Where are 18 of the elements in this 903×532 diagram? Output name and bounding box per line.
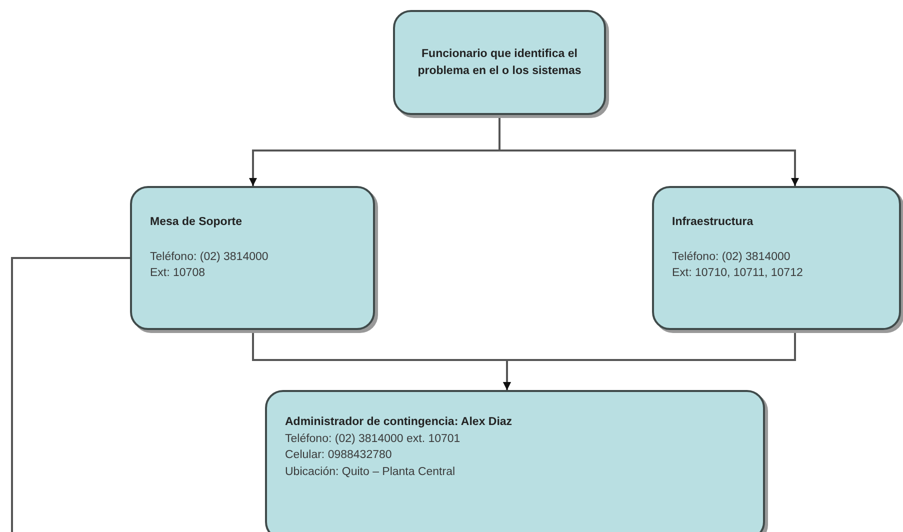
contact-detail: Teléfono: (02) 3814000 [672, 250, 792, 265]
process-box [130, 186, 375, 330]
contact-detail: Ext: 10708 [150, 266, 206, 282]
process-box [265, 390, 765, 532]
arrow [498, 115, 799, 186]
contact-detail: Ubicación: Quito – Planta Central [285, 465, 456, 480]
contact-detail: Teléfono: (02) 3814000 ext. 10701 [285, 432, 462, 447]
box-title: Infraestructura [672, 215, 754, 230]
process-box [393, 10, 606, 115]
arrow [503, 330, 796, 390]
contact-detail: Teléfono: (02) 3814000 [150, 250, 270, 265]
box-title: Mesa de Soporte [150, 215, 244, 230]
contact-detail: Celular: 0988432780 [285, 448, 393, 464]
process-box [652, 186, 901, 330]
box-title: Funcionario que identifica el problema en el o los sistemas [416, 46, 582, 78]
box-title: Administrador de contingencia: Alex Diaz [285, 415, 514, 430]
contact-detail: Ext: 10710, 10711, 10712 [672, 266, 804, 282]
connector-line [11, 257, 130, 532]
